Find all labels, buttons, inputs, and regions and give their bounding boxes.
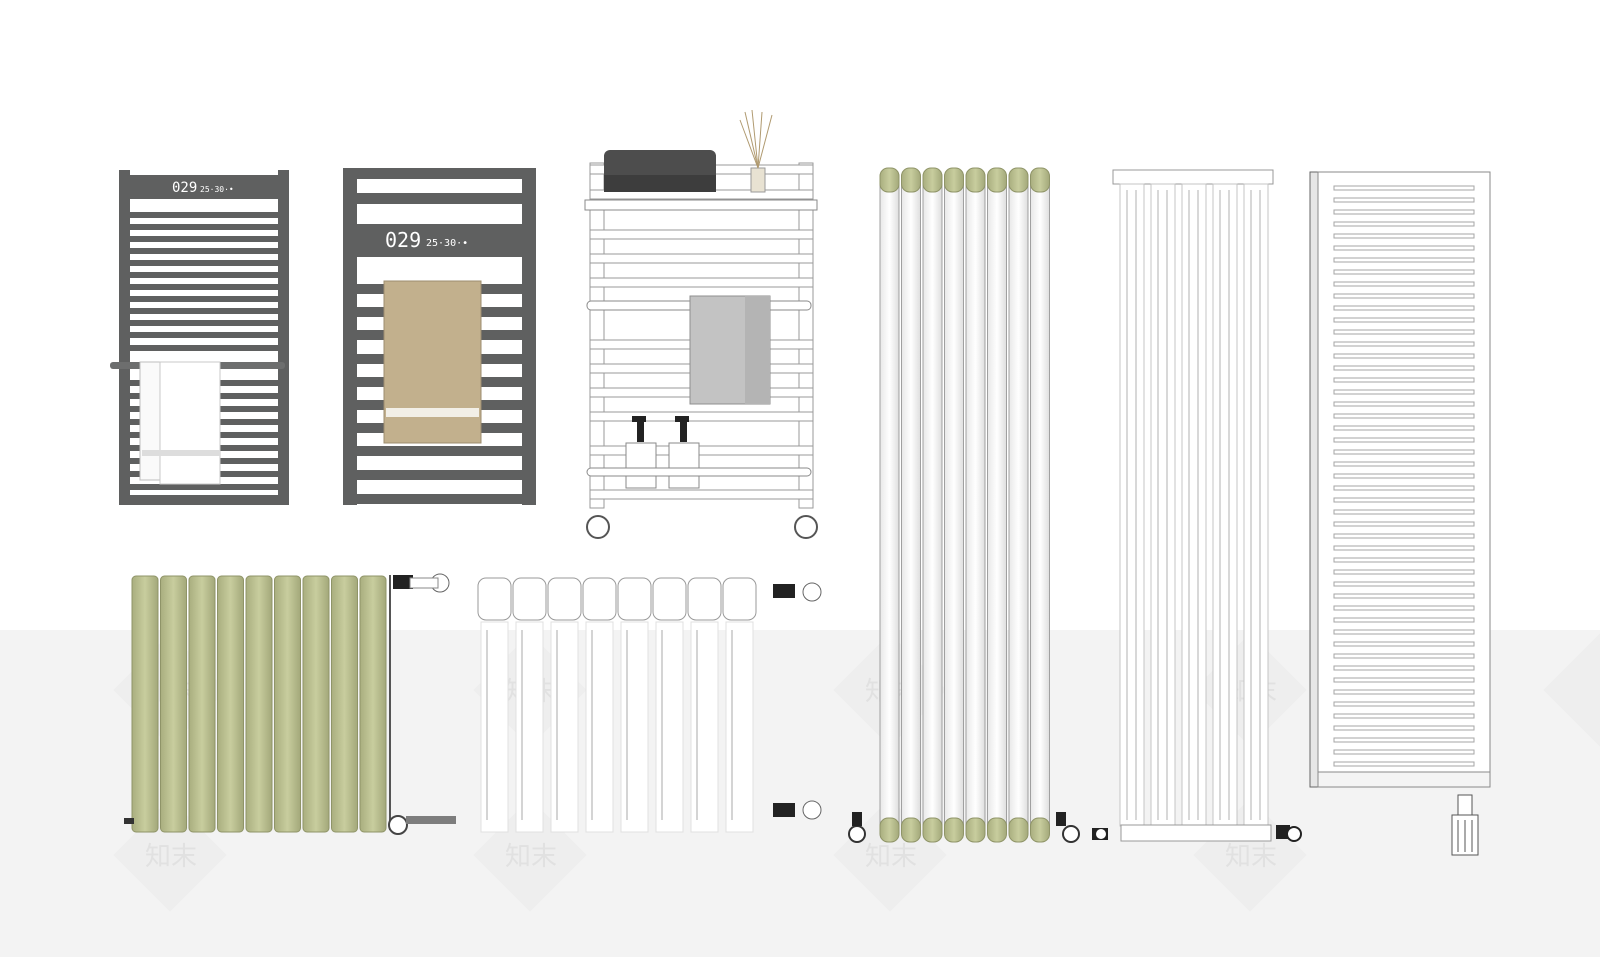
valve-icon [1056,812,1080,843]
towel-radiator-3[interactable] [584,109,818,539]
towel-white [139,361,221,485]
valve-icon [1092,828,1108,840]
towel-radiator-1[interactable]: 029 25·30·• [110,170,289,505]
towel-grey [689,295,771,405]
slim-radiator-tubes [1119,183,1269,827]
watermark-text: 知末 [505,842,557,872]
watermark-text: 知末 [145,842,197,872]
shelf [584,150,818,211]
tall-column-tubes [879,167,1050,843]
valve-icon [773,582,822,602]
watermark-text: 知末 [865,842,917,872]
display-settings: 25·30·• [426,238,468,249]
white-sectional-radiator[interactable] [477,577,822,833]
valve-icon [1276,825,1302,842]
olive-panel-columns [131,575,387,833]
panel-slats [1333,185,1475,767]
watermark-text: 知末 [1225,842,1277,872]
display-settings: 25·30·• [200,185,234,194]
reed-diffuser [739,109,773,193]
valve-icon [848,812,866,843]
valve-icon [124,815,456,835]
display-temperature: 029 [172,180,197,196]
tall-slim-radiator[interactable] [1092,169,1302,842]
olive-panel-radiator[interactable] [124,573,456,835]
towel-tan [383,280,482,444]
display-temperature: 029 [385,228,421,252]
white-sectional-columns [477,577,757,833]
towel-radiator-2[interactable]: 029 25·30·• [343,168,536,505]
valve-icon [1451,794,1479,856]
soap-dispensers [625,416,700,489]
valve-icon [773,800,822,820]
tall-column-radiator[interactable] [848,167,1080,843]
valve-icon [393,573,450,593]
vertical-panel-radiator[interactable] [1309,171,1491,856]
wheels [586,515,818,539]
